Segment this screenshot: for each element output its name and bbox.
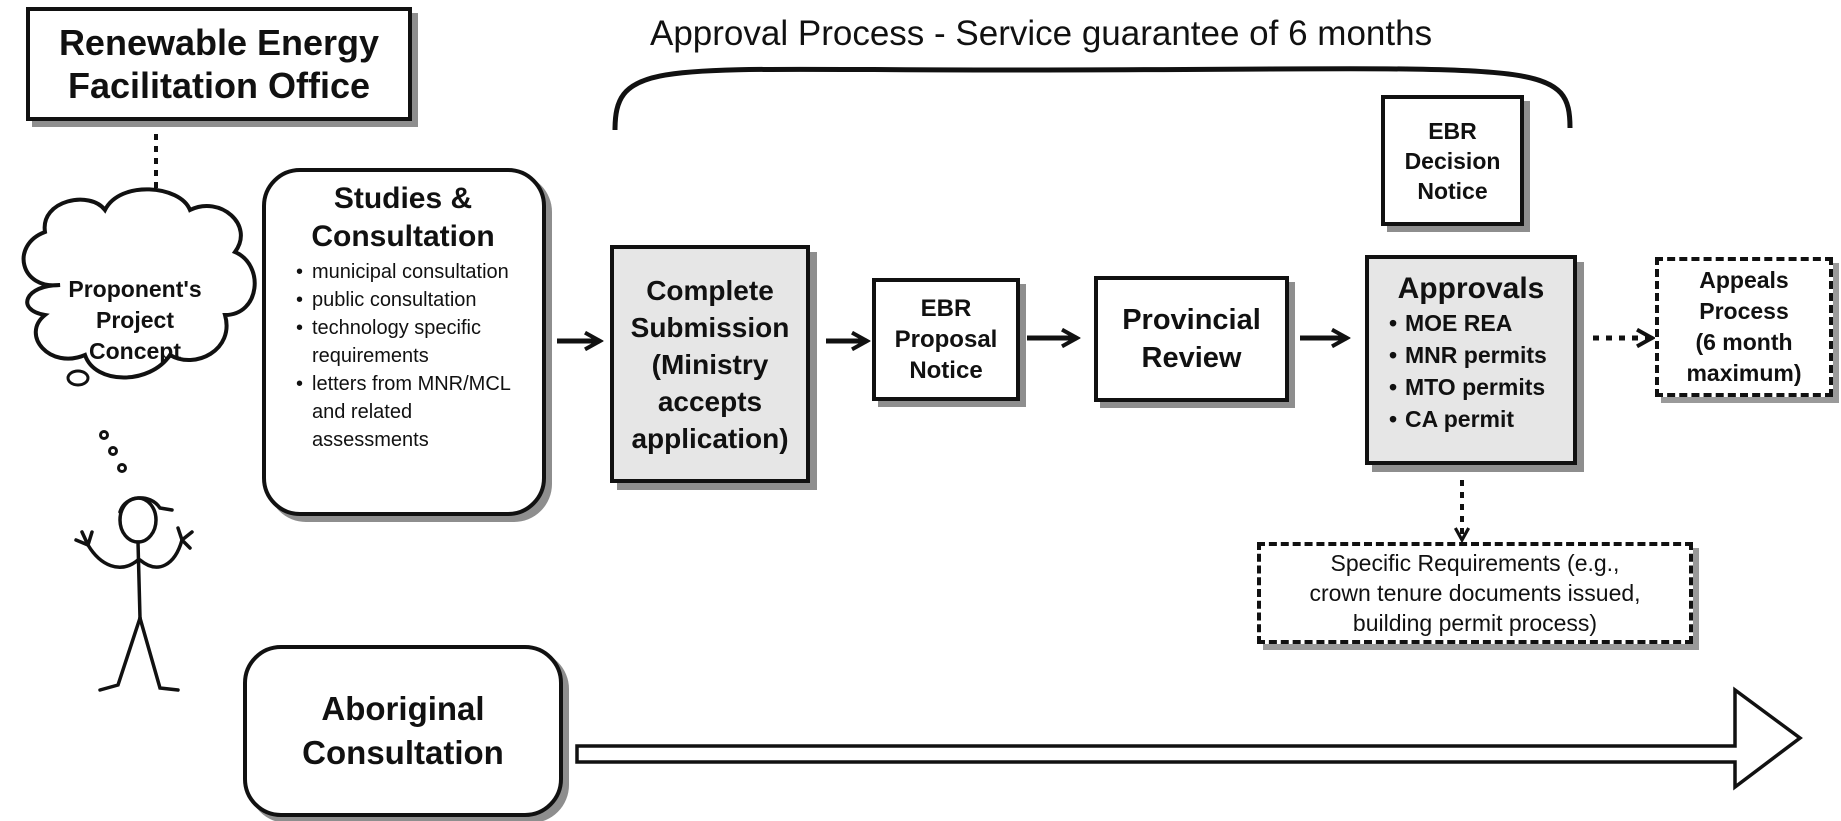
approvals-item: MOE REA xyxy=(1389,307,1573,339)
ebr-proposal-line2: Proposal xyxy=(894,326,998,353)
appeals-line4: maximum) xyxy=(1686,360,1802,386)
submission-line1: Complete xyxy=(646,274,774,306)
aboriginal-consultation-box: Aboriginal Consultation xyxy=(243,645,563,817)
submission-line5: application) xyxy=(631,422,789,454)
office-title-line1: Renewable Energy xyxy=(58,22,380,63)
studies-item: municipal consultation xyxy=(296,258,528,286)
requirements-line2: crown tenure documents issued, xyxy=(1309,580,1641,606)
studies-title-line1: Studies & xyxy=(333,182,473,215)
studies-item: public consultation xyxy=(296,286,528,314)
studies-title-line2: Consultation xyxy=(311,220,495,253)
concept-line2: Project xyxy=(96,306,174,333)
person-figure xyxy=(74,496,194,692)
facilitation-office-box: Renewable Energy Facilitation Office xyxy=(26,7,412,121)
approvals-item: CA permit xyxy=(1389,403,1573,435)
requirements-line3: building permit process) xyxy=(1352,610,1598,636)
ebr-decision-line1: EBR xyxy=(1428,117,1477,144)
review-line2: Review xyxy=(1141,342,1242,374)
studies-item: technology specific requirements xyxy=(296,314,528,370)
approvals-box: Approvals MOE REA MNR permits MTO permit… xyxy=(1365,255,1577,465)
appeals-process-box: Appeals Process (6 month maximum) xyxy=(1655,257,1833,397)
appeals-line3: (6 month xyxy=(1695,329,1793,355)
ebr-decision-line2: Decision xyxy=(1404,147,1501,174)
requirements-line1: Specific Requirements (e.g., xyxy=(1330,550,1620,576)
ebr-decision-notice-box: EBR Decision Notice xyxy=(1381,95,1524,226)
submission-line2: Submission xyxy=(630,311,790,343)
studies-item: letters from MNR/MCL and related assessm… xyxy=(296,370,528,454)
appeals-line2: Process xyxy=(1699,298,1789,324)
ebr-proposal-line1: EBR xyxy=(920,295,972,322)
ebr-proposal-line3: Notice xyxy=(909,357,983,384)
aboriginal-line2: Consultation xyxy=(302,734,504,771)
aboriginal-timeline-arrow xyxy=(575,686,1803,791)
ebr-decision-line3: Notice xyxy=(1417,177,1488,204)
studies-item-list: municipal consultation public consultati… xyxy=(296,258,528,454)
studies-consultation-box: Studies & Consultation municipal consult… xyxy=(262,168,546,516)
provincial-review-box: Provincial Review xyxy=(1094,276,1289,402)
thought-cloud-shape xyxy=(21,187,257,380)
project-concept-label: Proponent's Project Concept xyxy=(40,270,230,370)
office-title-line2: Facilitation Office xyxy=(67,65,371,106)
appeals-line1: Appeals xyxy=(1699,267,1789,293)
approvals-item: MNR permits xyxy=(1389,339,1573,371)
specific-requirements-box: Specific Requirements (e.g., crown tenur… xyxy=(1257,542,1693,644)
approval-process-brace xyxy=(612,66,1573,131)
submission-line4: accepts xyxy=(657,385,763,417)
aboriginal-line1: Aboriginal xyxy=(321,690,485,727)
thought-bubbles xyxy=(66,369,127,473)
concept-line1: Proponent's xyxy=(68,275,202,302)
approval-process-title: Approval Process - Service guarantee of … xyxy=(650,14,1433,53)
approvals-title: Approvals xyxy=(1397,272,1545,305)
approvals-item-list: MOE REA MNR permits MTO permits CA permi… xyxy=(1389,307,1573,435)
submission-line3: (Ministry xyxy=(651,348,769,380)
complete-submission-box: Complete Submission (Ministry accepts ap… xyxy=(610,245,810,483)
review-line1: Provincial xyxy=(1122,304,1261,336)
concept-line3: Concept xyxy=(89,337,181,364)
ebr-proposal-notice-box: EBR Proposal Notice xyxy=(872,278,1020,401)
approvals-item: MTO permits xyxy=(1389,371,1573,403)
